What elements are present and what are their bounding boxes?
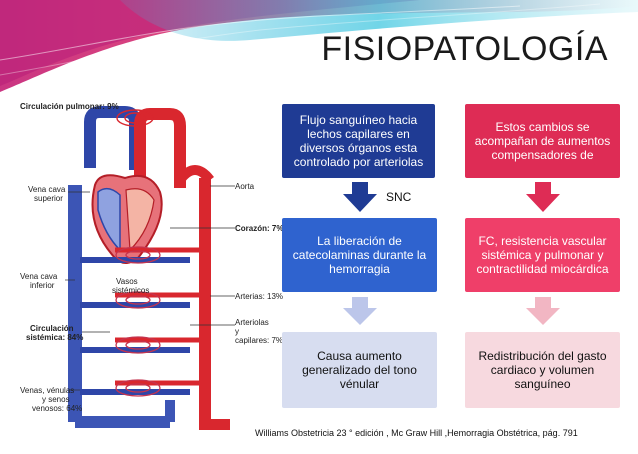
flow-left-box-1: Flujo sanguíneo hacia lechos capilares e…: [282, 104, 435, 178]
label-systemic-2: sistémica: 84%: [26, 333, 84, 342]
label-arteries: Arterias: 13%: [235, 292, 284, 301]
header-decoration: [0, 0, 638, 92]
label-svc-2: superior: [34, 194, 63, 203]
flow-left-box-3: Causa aumento generalizado del tono vénu…: [282, 332, 437, 408]
label-heart: Corazón: 7%: [235, 224, 284, 233]
label-arterioles-1: Arteriolas: [235, 318, 269, 327]
circulation-diagram: Circulación pulmonar: 9% Vena cava super…: [20, 100, 285, 431]
label-arterioles-2: y: [235, 327, 239, 336]
flow-right-box-1-text: Estos cambios se acompañan de aumentos c…: [474, 120, 611, 162]
slide-header: FISIOPATOLOGÍA: [0, 0, 638, 95]
label-vessels-2: sistémicos: [112, 286, 150, 295]
arrow-down-red-2: [526, 297, 560, 325]
label-veins-3: venosos: 64%: [32, 404, 83, 413]
flow-right-box-2: FC, resistencia vascular sistémica y pul…: [465, 218, 620, 292]
label-arterioles-3: capilares: 7%: [235, 336, 284, 345]
citation: Williams Obstetricia 23 ° edición , Mc G…: [255, 428, 578, 438]
flow-right-box-3: Redistribución del gasto cardiaco y volu…: [465, 332, 620, 408]
label-vessels-1: Vasos: [116, 277, 138, 286]
label-systemic-1: Circulación: [30, 324, 74, 333]
flow-right-box-2-text: FC, resistencia vascular sistémica y pul…: [476, 234, 609, 276]
circulation-illustration: [65, 106, 235, 431]
flow-left-box-2: La liberación de catecolaminas durante l…: [282, 218, 437, 292]
label-aorta: Aorta: [235, 182, 255, 191]
label-veins-1: Venas, vénulas: [20, 386, 75, 395]
flow-right-box-1: Estos cambios se acompañan de aumentos c…: [465, 104, 620, 178]
flow-left-box-3-text: Causa aumento generalizado del tono vénu…: [302, 349, 417, 391]
flow-right-box-3-text: Redistribución del gasto cardiaco y volu…: [478, 349, 607, 391]
flow-left-box-1-text: Flujo sanguíneo hacia lechos capilares e…: [293, 113, 424, 169]
flow-left-box-2-text: La liberación de catecolaminas durante l…: [292, 234, 427, 276]
label-ivc-2: inferior: [30, 281, 55, 290]
arrow-down-red-1: [526, 182, 560, 212]
label-ivc-1: Vena cava: [20, 272, 58, 281]
label-veins-2: y senos: [42, 395, 70, 404]
label-pulmonary: Circulación pulmonar: 9%: [20, 102, 119, 111]
arrow-down-blue-1: [343, 182, 377, 212]
label-svc-1: Vena cava: [28, 185, 66, 194]
slide-title: FISIOPATOLOGÍA: [321, 30, 608, 68]
snc-label: SNC: [386, 190, 412, 204]
arrow-down-blue-2: [343, 297, 377, 325]
